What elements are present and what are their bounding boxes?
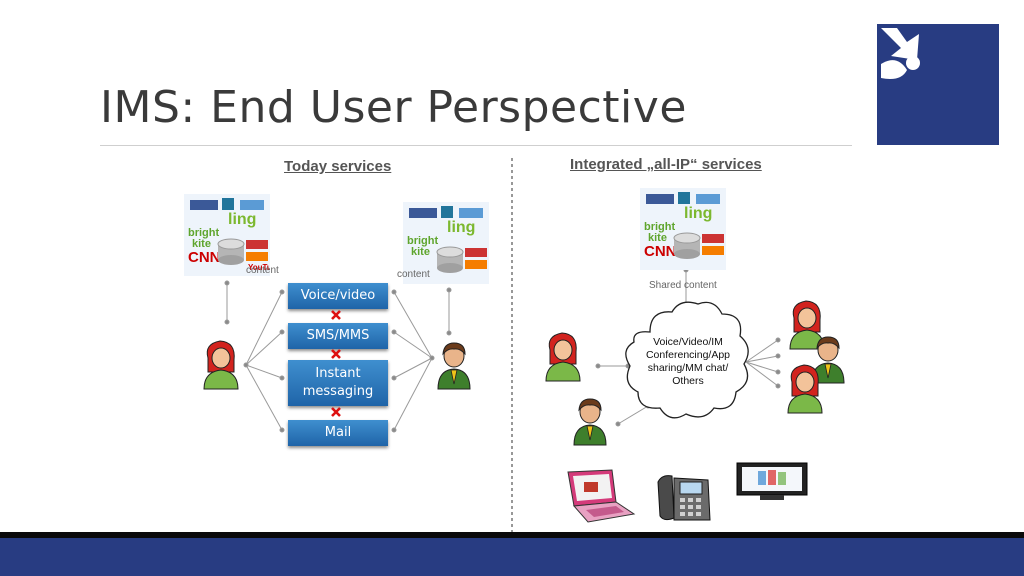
collage-word: kite	[411, 246, 430, 258]
shared-content-label: Shared content	[649, 280, 717, 291]
shared-content-collage-icon: ling bright kite CNN	[640, 188, 726, 270]
content-label-left: content	[246, 265, 279, 276]
service-instant-messaging: Instant messaging	[288, 360, 388, 406]
collage-word: kite	[192, 238, 211, 250]
collage-word: YouTube	[248, 263, 270, 272]
collage-word: CNN	[644, 243, 677, 260]
collage-word: ling	[684, 205, 712, 222]
collage-word: bright	[407, 235, 438, 247]
web-content-collage-right-icon: ling bright kite	[403, 202, 489, 284]
man-user-icon	[811, 336, 845, 384]
woman-user-icon	[787, 364, 823, 414]
web-content-collage-left-icon: ling bright kite CNN YouTube	[184, 194, 270, 276]
content-label-right: content	[397, 269, 430, 280]
tv-screen-icon	[736, 462, 808, 500]
cross-icon	[331, 407, 341, 417]
brand-logo	[877, 24, 999, 145]
collage-word: CNN	[188, 249, 221, 266]
service-mail: Mail	[288, 420, 388, 446]
title-divider	[100, 145, 852, 146]
collage-word: bright	[644, 221, 675, 233]
collage-word: bright	[188, 227, 219, 239]
integrated-services-title: Integrated „all-IP“ services	[570, 156, 762, 173]
today-services-title: Today services	[284, 158, 392, 175]
woman-user-icon	[203, 340, 239, 390]
laptop-icon	[567, 469, 636, 523]
woman-user-icon	[545, 332, 581, 382]
collage-word: ling	[228, 211, 256, 228]
collage-word: kite	[648, 232, 667, 244]
cross-icon	[331, 310, 341, 320]
woman-user-icon	[789, 300, 825, 350]
slide-title: IMS: End User Perspective	[100, 82, 687, 133]
man-user-icon	[573, 398, 607, 446]
man-user-icon	[437, 342, 471, 390]
cloud-icon	[625, 301, 749, 419]
footer-band	[0, 532, 1024, 576]
service-sms-mms: SMS/MMS	[288, 323, 388, 349]
cross-icon	[331, 349, 341, 359]
service-voice-video: Voice/video	[288, 283, 388, 309]
ip-phone-icon	[657, 475, 711, 521]
cloud-services-text: Voice/Video/IM Conferencing/App sharing/…	[645, 336, 731, 387]
collage-word: ling	[447, 219, 475, 236]
